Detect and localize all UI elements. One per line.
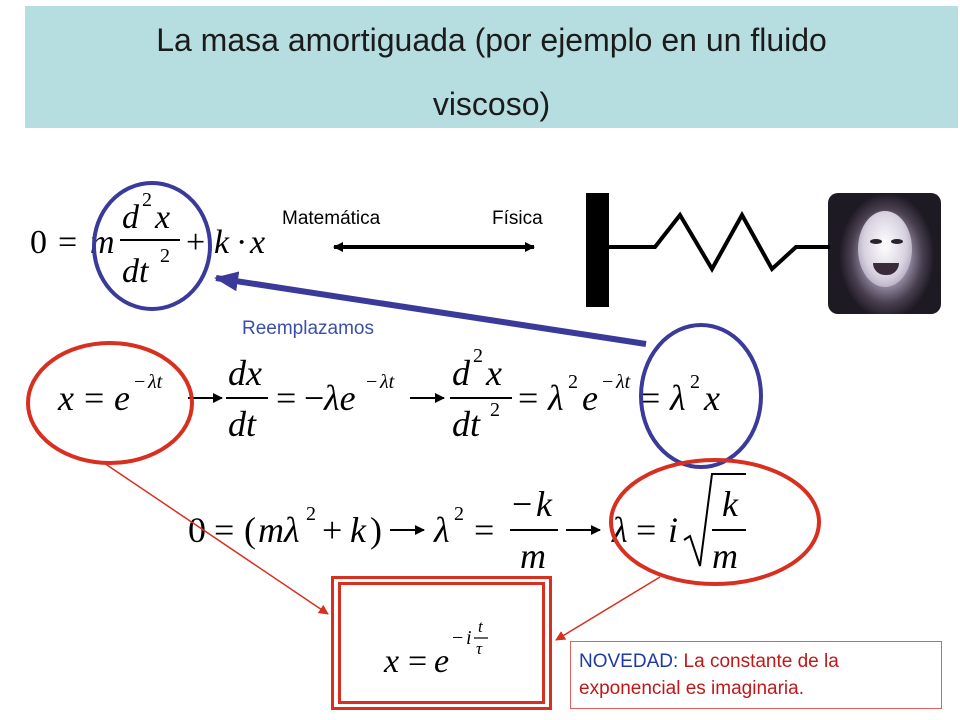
eye-right [891, 239, 903, 244]
svg-text:λt: λt [147, 371, 163, 393]
svg-text:2: 2 [490, 399, 500, 421]
svg-text:2: 2 [142, 189, 152, 211]
slide-title-line-1: La masa amortiguada (por ejemplo en un f… [156, 22, 827, 58]
novedad-note: NOVEDAD: La constante de la exponencial … [570, 641, 942, 709]
svg-text:k: k [214, 224, 230, 261]
result-box-inner [338, 582, 545, 704]
svg-text:0: 0 [188, 510, 206, 550]
svg-text:·: · [236, 224, 247, 261]
svg-text:λt: λt [379, 371, 395, 393]
svg-text:=: = [276, 378, 296, 418]
result-box-outer [331, 576, 552, 710]
svg-text:λe: λe [323, 378, 356, 418]
red-arrow-left [103, 462, 329, 615]
spring [609, 210, 830, 274]
svg-text:−: − [304, 378, 324, 418]
svg-text:(: ( [244, 510, 256, 550]
mass-photo [828, 193, 941, 314]
svg-text:x: x [249, 224, 265, 261]
svg-text:=: = [640, 378, 660, 418]
svg-text:mλ: mλ [258, 510, 300, 550]
svg-text:k: k [536, 484, 553, 524]
svg-text:m: m [520, 536, 546, 576]
svg-text:e: e [114, 378, 130, 418]
title-band: La masa amortiguada (por ejemplo en un f… [25, 6, 958, 128]
equation-derivatives: x = e − λt dx dt = − λe − λt d 2 x dt 2 … [57, 345, 720, 444]
circle-lambda-solution [609, 458, 821, 586]
svg-text:i: i [466, 627, 472, 649]
svg-text:dt: dt [452, 404, 481, 444]
svg-text:dt: dt [122, 253, 150, 290]
svg-text:x: x [154, 199, 170, 236]
reemplazamos-label: Reemplazamos [242, 318, 374, 339]
svg-text:d: d [122, 199, 140, 236]
svg-text:2: 2 [454, 503, 464, 525]
svg-text:=: = [58, 224, 77, 261]
svg-text:e: e [434, 643, 449, 680]
novedad-line2: exponencial es imaginaria. [579, 678, 804, 699]
svg-text:2: 2 [568, 371, 578, 393]
wall-block [586, 193, 609, 307]
svg-text:=: = [408, 643, 427, 680]
svg-text:=: = [84, 378, 104, 418]
svg-text:2: 2 [690, 371, 700, 393]
svg-text:=: = [636, 510, 656, 550]
svg-text:λt: λt [615, 371, 631, 393]
svg-text:dt: dt [228, 404, 257, 444]
svg-text:−: − [602, 371, 613, 393]
svg-text:i: i [668, 510, 678, 550]
svg-text:+: + [186, 224, 205, 261]
svg-text:0: 0 [30, 224, 47, 261]
svg-text:τ: τ [476, 639, 483, 658]
svg-text:2: 2 [473, 345, 483, 367]
slide-title-line-2: viscoso) [432, 86, 551, 122]
svg-text:x: x [57, 378, 74, 418]
svg-text:x: x [383, 643, 399, 680]
svg-text:2: 2 [306, 503, 316, 525]
svg-text:−: − [452, 627, 463, 649]
svg-text:=: = [474, 510, 494, 550]
svg-text:x: x [485, 353, 502, 393]
svg-text:−: − [134, 371, 145, 393]
svg-text:=: = [518, 378, 538, 418]
svg-text:λ: λ [433, 510, 450, 550]
svg-text:): ) [370, 510, 382, 550]
equation-characteristic: 0 = ( mλ 2 + k ) λ 2 = − k m λ = i k m [188, 473, 746, 576]
circle-exponential [26, 341, 194, 465]
svg-text:−: − [366, 371, 377, 393]
svg-text:m: m [712, 536, 738, 576]
svg-text:+: + [322, 510, 342, 550]
novedad-text: NOVEDAD: La constante de la exponencial … [579, 648, 939, 702]
circle-lambda-x [639, 323, 763, 469]
equation-result: x = e − i t τ [383, 617, 488, 680]
svg-text:dx: dx [228, 353, 262, 393]
svg-text:t: t [478, 617, 484, 636]
novedad-prefix: NOVEDAD: [579, 651, 679, 672]
svg-text:λ: λ [669, 378, 686, 418]
svg-text:k: k [722, 484, 739, 524]
replace-arrow [214, 271, 647, 347]
eye-left [870, 239, 882, 244]
red-arrow-right [555, 576, 661, 641]
fisica-label: Física [492, 208, 543, 229]
mouth [873, 263, 899, 275]
matematica-label: Matemática [282, 208, 381, 229]
svg-text:−: − [512, 484, 532, 524]
svg-text:λ: λ [547, 378, 564, 418]
novedad-line1: La constante de la [683, 651, 839, 672]
svg-text:k: k [350, 510, 367, 550]
svg-text:x: x [703, 378, 720, 418]
equation-newton: 0 = m d 2 x dt 2 + k · x [30, 189, 265, 290]
svg-text:2: 2 [160, 245, 170, 267]
svg-text:d: d [452, 353, 471, 393]
svg-text:e: e [582, 378, 598, 418]
circle-second-derivative [92, 181, 212, 311]
